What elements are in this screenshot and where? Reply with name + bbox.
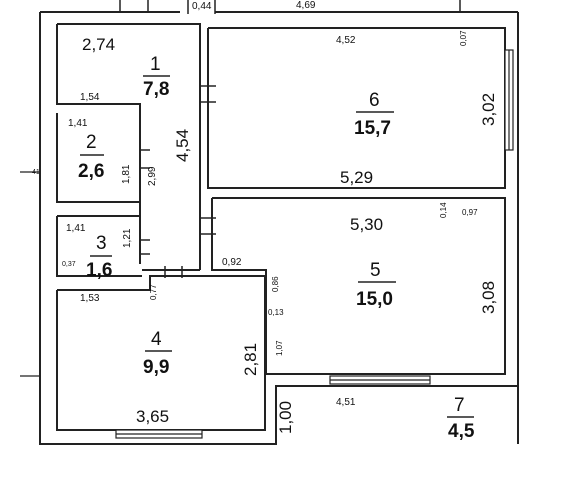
top-label-a: 0,44 [192, 1, 212, 12]
room-5-top-label: 5,30 [350, 215, 383, 234]
room-6: 6 15,7 4,52 3,02 5,29 0,07 [336, 30, 498, 187]
room-3: 3 1,6 1,41 1,21 0,37 [62, 223, 133, 281]
room-7: 7 4,5 4,51 1,00 [276, 395, 475, 442]
wall-stubs [20, 171, 40, 377]
room-5-small-a-label: 0,14 [439, 202, 448, 218]
walls [39, 0, 519, 445]
room-5-side-c-label: 1,07 [275, 340, 284, 356]
room-4-height-label: 2,81 [241, 343, 260, 376]
top-labels: 0,44 4,69 [192, 0, 316, 12]
room-1-number: 1 [150, 54, 161, 75]
room-2: 2 2,6 1,41 1,81 2,99 [68, 118, 158, 186]
room-6-right-label: 3,02 [479, 93, 498, 126]
room-4-width-label: 3,65 [136, 407, 169, 426]
room-6-top-label: 4,52 [336, 35, 356, 46]
room-2-top-label: 1,41 [68, 118, 88, 129]
room-7-area: 4,5 [448, 421, 475, 442]
room-5-number: 5 [370, 260, 381, 281]
room-5-left-label: 0,92 [222, 257, 242, 268]
top-label-b: 4,69 [296, 0, 316, 11]
room-2-area: 2,6 [78, 161, 104, 182]
room-1-bottom-label: 1,54 [80, 92, 100, 103]
room-4-area: 9,9 [143, 357, 169, 378]
room-6-bottom-label: 5,29 [340, 168, 373, 187]
room-5-area: 15,0 [356, 289, 393, 310]
room-5-side-a-label: 0,86 [271, 276, 280, 292]
corridor-height-label: 4,54 [173, 129, 192, 162]
doors [140, 85, 216, 278]
room-1: 1 7,8 2,74 1,54 4,54 [80, 35, 192, 162]
room-7-height-label: 1,00 [276, 401, 295, 434]
room-7-width-label: 4,51 [336, 397, 356, 408]
side-small-label: 41 [32, 169, 40, 176]
windows [115, 49, 514, 439]
room-5-side-b-label: 0,13 [268, 308, 284, 317]
room-6-number: 6 [369, 90, 380, 111]
room-3-side-label: 1,21 [122, 228, 133, 248]
room-5: 5 15,0 5,30 3,08 0,14 0,97 0,92 0,86 0,1… [222, 202, 498, 356]
room-3-top-label: 1,41 [66, 223, 86, 234]
room-4: 4 9,9 1,53 0,77 2,81 3,65 [80, 284, 260, 426]
room-5-right-label: 3,08 [479, 281, 498, 314]
room-6-area: 15,7 [354, 118, 391, 139]
room-3-small-label: 0,37 [62, 261, 76, 268]
room-6-small-label: 0,07 [459, 30, 468, 46]
room-1-width-label: 2,74 [82, 35, 115, 54]
room-5-small-b-label: 0,97 [462, 208, 478, 217]
room-1-area: 7,8 [143, 79, 169, 100]
room-4-small-label: 0,77 [149, 284, 158, 300]
room-2-height-label: 2,99 [147, 166, 158, 186]
room-3-area: 1,6 [86, 260, 112, 281]
room-4-top-label: 1,53 [80, 293, 100, 304]
room-3-number: 3 [96, 233, 107, 254]
room-4-number: 4 [151, 329, 162, 350]
room-2-number: 2 [86, 132, 97, 153]
room-7-number: 7 [454, 395, 465, 416]
room-2-side-label: 1,81 [121, 164, 132, 184]
